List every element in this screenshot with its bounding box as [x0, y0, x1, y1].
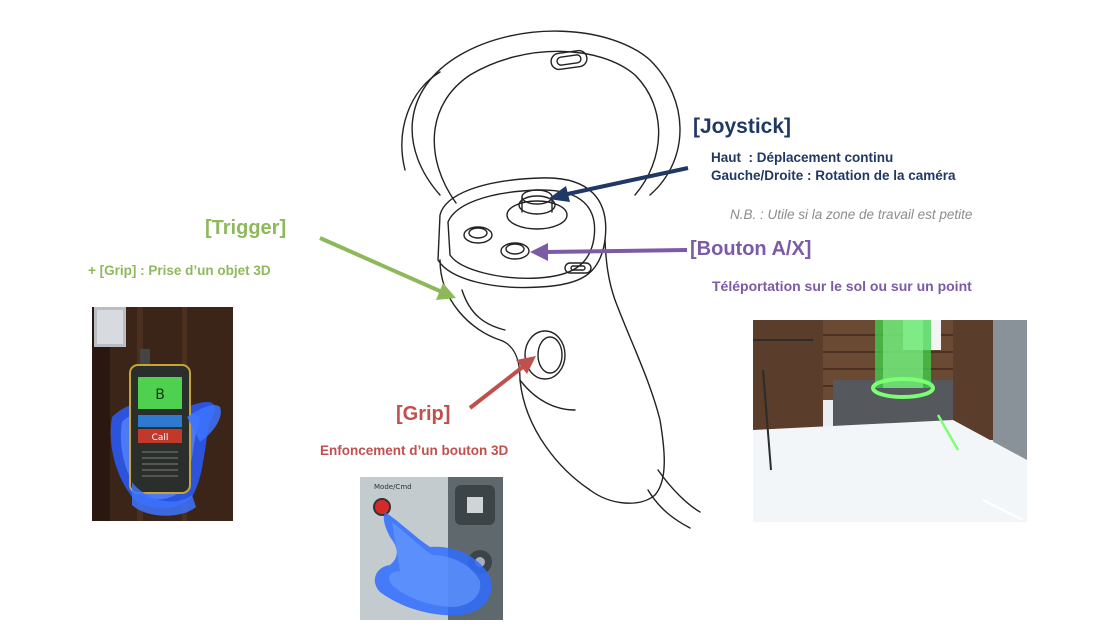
trigger-arrow [319, 236, 456, 300]
controller-outline [401, 30, 701, 529]
trigger-description: + [Grip] : Prise d’un objet 3D [88, 263, 271, 278]
joystick-arrow [548, 166, 689, 202]
joystick-up-description: Haut : Déplacement continu [711, 150, 894, 165]
walkie-screen-text: B [155, 387, 165, 403]
arrows [319, 166, 689, 410]
grip-arrow [468, 356, 536, 410]
grip-description: Enfoncement d’un bouton 3D [320, 443, 509, 458]
panel-label-text: Mode/Cmd [374, 483, 412, 491]
bouton-ax-title: [Bouton A/X] [690, 238, 812, 260]
joystick-left-right-description: Gauche/Droite : Rotation de la caméra [711, 168, 956, 183]
bouton-arrow [530, 243, 688, 261]
trigger-example-image: B Call [92, 307, 233, 521]
bouton-ax-example-image [753, 320, 1027, 522]
walkie-call-text: Call [152, 433, 169, 443]
grip-title: [Grip] [396, 403, 451, 425]
joystick-title: [Joystick] [693, 115, 792, 138]
grip-example-image: Mode/Cmd [360, 477, 503, 620]
bouton-ax-description: Téléportation sur le sol ou sur un point [712, 278, 972, 294]
joystick-note: N.B. : Utile si la zone de travail est p… [730, 207, 973, 222]
trigger-title: [Trigger] [205, 217, 287, 239]
